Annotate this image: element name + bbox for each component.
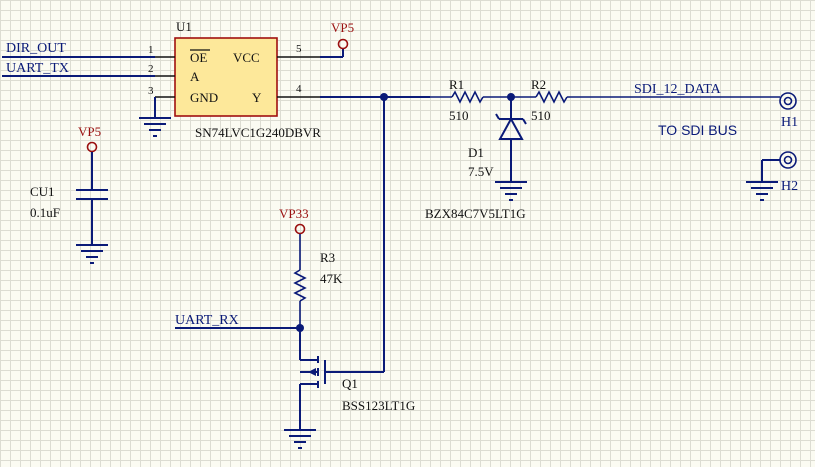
r2-value: 510: [531, 108, 551, 123]
r2-resistor[interactable]: [511, 90, 780, 104]
h2-ref: H2: [781, 179, 798, 194]
u1-ground-symbol: [139, 117, 171, 137]
u1-pin4-number: 4: [296, 83, 302, 95]
q1-ground-symbol: [284, 429, 316, 449]
d1-zener-diode[interactable]: [495, 97, 527, 182]
uart-rx-net-label: UART_RX: [175, 313, 239, 328]
h1-ref: H1: [781, 115, 798, 130]
u1-chip[interactable]: U1 OE A GND VCC Y SN74LVC1G240DBVR: [174, 19, 321, 140]
u1-pin5-number: 5: [296, 43, 302, 55]
u1-ref: U1: [176, 19, 192, 34]
r2-ref: R2: [531, 77, 546, 92]
r1-value: 510: [449, 108, 469, 123]
r3-ref: R3: [320, 250, 335, 265]
dir-out-net-label: DIR_OUT: [6, 41, 66, 56]
u1-pin-gnd-name: GND: [190, 90, 218, 105]
h1-terminal-icon[interactable]: [779, 92, 797, 110]
d1-ground-symbol: [495, 181, 527, 201]
vp5-cu1-label: VP5: [78, 124, 101, 139]
vp5-u1-power-port[interactable]: [337, 38, 349, 50]
uart-tx-net-label: UART_TX: [6, 61, 69, 76]
cu1-capacitor[interactable]: [76, 152, 108, 245]
r3-value: 47K: [320, 271, 343, 286]
r3-resistor[interactable]: [293, 234, 307, 328]
cu1-ground-symbol: [76, 244, 108, 264]
cu1-value: 0.1uF: [30, 205, 60, 220]
sdi-data-net-label: SDI_12_DATA: [634, 82, 722, 97]
u1-pin-vcc-name: VCC: [233, 50, 260, 65]
h2-terminal-icon[interactable]: [779, 151, 797, 169]
d1-ref: D1: [468, 145, 484, 160]
vp5-u1-label: VP5: [331, 20, 354, 35]
u1-pin3-number: 3: [148, 85, 154, 97]
q1-ref: Q1: [342, 376, 358, 391]
r1-ref: R1: [449, 77, 464, 92]
d1-value: 7.5V: [468, 164, 494, 179]
q1-part-number: BSS123LT1G: [342, 398, 415, 413]
vp5-cu1-power-port[interactable]: [86, 141, 98, 153]
u1-pin-a-name: A: [190, 69, 200, 84]
r1-resistor[interactable]: [430, 90, 511, 104]
u1-pin-oe-name: OE: [190, 50, 207, 65]
vp33-label: VP33: [279, 206, 309, 221]
sdi-bus-note: TO SDI BUS: [658, 122, 737, 138]
cu1-ref: CU1: [30, 184, 55, 199]
d1-part-number: BZX84C7V5LT1G: [425, 206, 526, 221]
q1-mosfet[interactable]: [299, 328, 384, 430]
vp33-power-port[interactable]: [294, 223, 306, 235]
u1-part-number: SN74LVC1G240DBVR: [195, 125, 321, 140]
u1-pin-y-name: Y: [252, 90, 262, 105]
h2-ground-symbol: [746, 181, 778, 201]
u1-pin1-number: 1: [148, 44, 154, 56]
u1-body: [174, 37, 278, 117]
u1-pin2-number: 2: [148, 63, 154, 75]
